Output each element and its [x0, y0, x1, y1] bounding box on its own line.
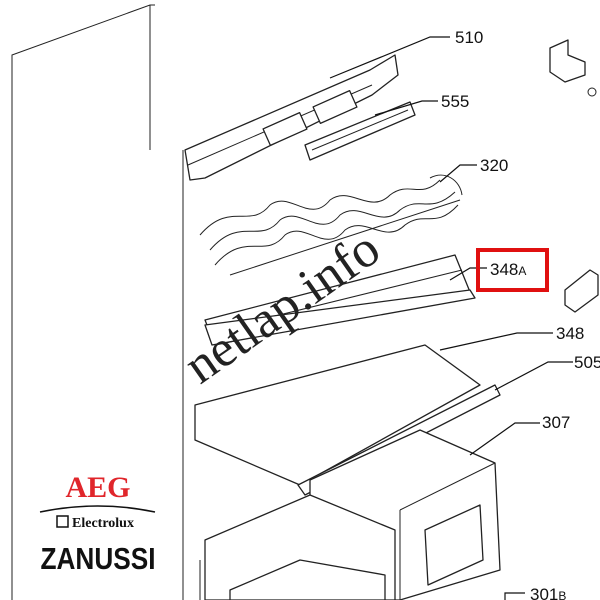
label-301B: 301B — [530, 585, 566, 600]
cabinet-outline — [11, 4, 201, 600]
part-510-control-panel — [184, 54, 399, 181]
label-555: 555 — [441, 92, 469, 111]
label-510: 510 — [455, 28, 483, 47]
label-348A: 348A — [490, 260, 526, 279]
brand-logos: AEG Electrolux ZANUSSI — [0, 455, 180, 600]
electrolux-logo: Electrolux — [56, 515, 134, 531]
part-555-light-cover — [304, 101, 416, 161]
zanussi-logo: ZANUSSI — [41, 541, 156, 576]
electrolux-icon — [56, 515, 69, 528]
part-307-crisper-drawer — [204, 429, 501, 600]
label-348: 348 — [556, 324, 584, 343]
part-320-bottle-rack — [199, 174, 463, 276]
aeg-swoosh — [39, 505, 156, 513]
hinge-bracket — [549, 39, 599, 313]
label-320: 320 — [480, 156, 508, 175]
label-505: 505 — [574, 353, 600, 372]
part-348A-glass-shelf — [204, 254, 476, 346]
label-307: 307 — [542, 413, 570, 432]
svg-text:Electrolux: Electrolux — [72, 516, 134, 531]
highlight-box — [476, 248, 549, 292]
aeg-logo: AEG — [65, 471, 130, 504]
